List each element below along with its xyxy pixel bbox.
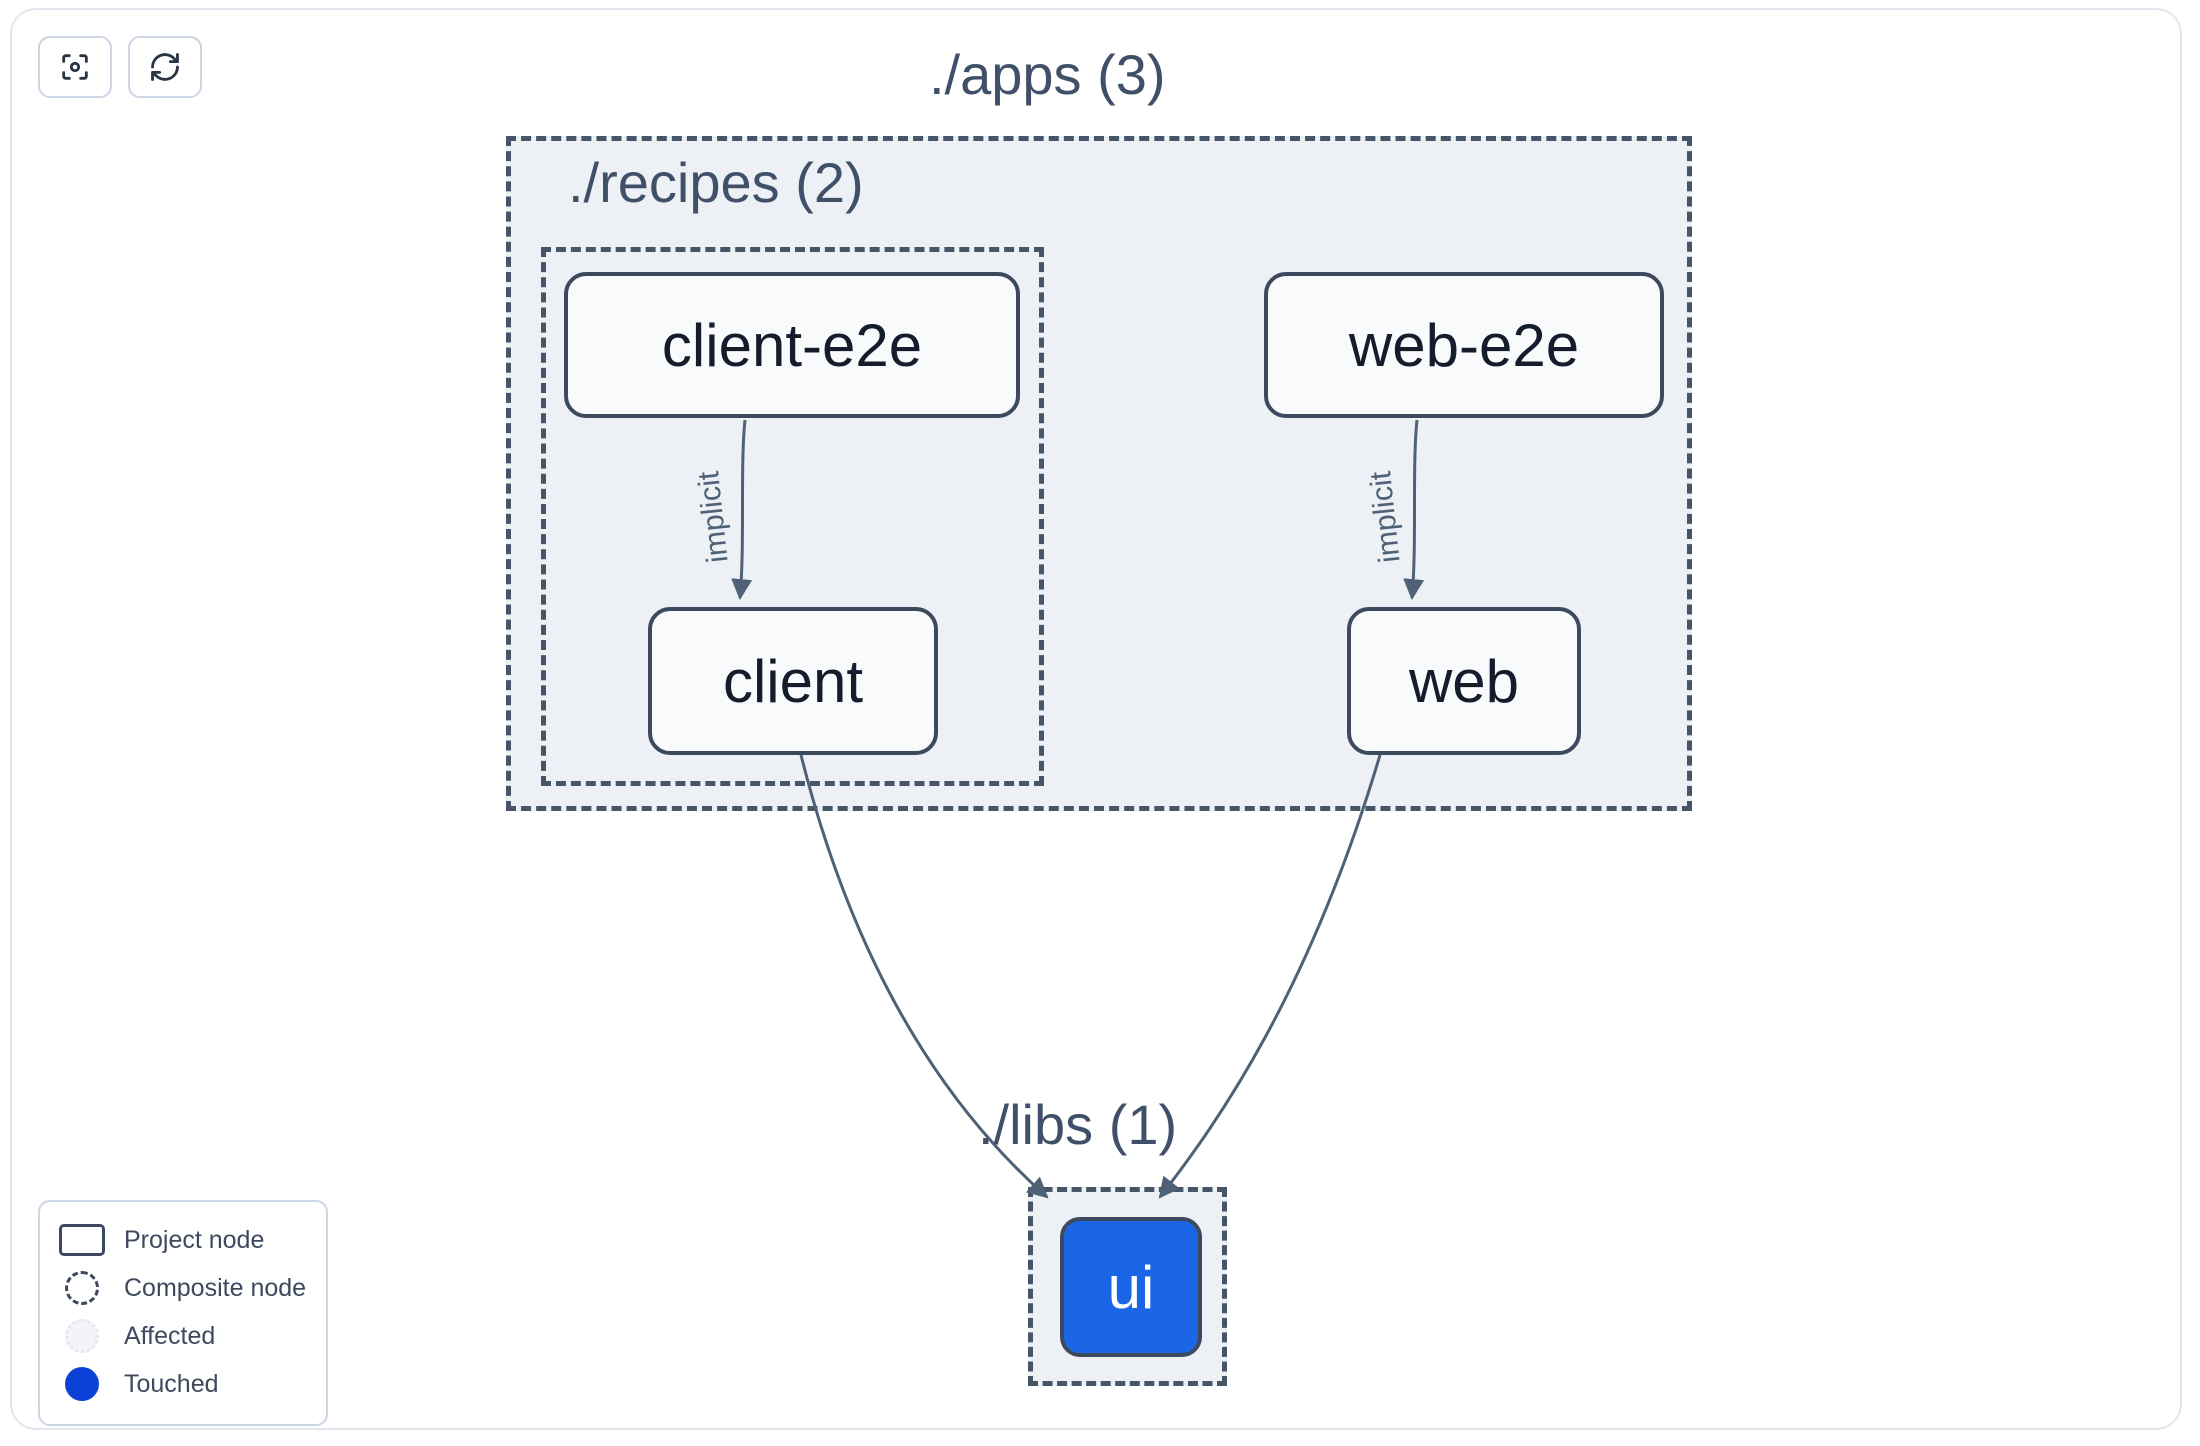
composite-node-icon bbox=[58, 1271, 106, 1305]
node-client-e2e[interactable]: client-e2e bbox=[564, 272, 1020, 418]
group-recipes-label: ./recipes (2) bbox=[568, 151, 864, 214]
graph-toolbar bbox=[38, 36, 202, 98]
legend-item-affected: Affected bbox=[58, 1312, 308, 1360]
node-web[interactable]: web bbox=[1347, 607, 1581, 755]
node-ui[interactable]: ui bbox=[1060, 1217, 1202, 1357]
touched-node-icon bbox=[58, 1367, 106, 1401]
graph-legend: Project node Composite node Affected Tou… bbox=[38, 1200, 328, 1426]
focus-target-icon bbox=[58, 50, 92, 84]
legend-label-touched: Touched bbox=[124, 1369, 219, 1398]
legend-label-affected: Affected bbox=[124, 1321, 216, 1350]
node-web-label: web bbox=[1408, 647, 1520, 715]
legend-label-project-node: Project node bbox=[124, 1225, 265, 1254]
node-web-e2e[interactable]: web-e2e bbox=[1264, 272, 1664, 418]
refresh-graph-button[interactable] bbox=[128, 36, 202, 98]
node-client-e2e-label: client-e2e bbox=[661, 311, 923, 379]
edge-web-to-ui bbox=[1158, 754, 1382, 1199]
group-libs-label: ./libs (1) bbox=[978, 1093, 1178, 1156]
legend-label-composite-node: Composite node bbox=[124, 1273, 307, 1302]
node-ui-label: ui bbox=[1107, 1253, 1155, 1321]
project-node-icon bbox=[58, 1223, 106, 1257]
node-client-label: client bbox=[722, 647, 864, 715]
focus-graph-button[interactable] bbox=[38, 36, 112, 98]
legend-item-project-node: Project node bbox=[58, 1216, 308, 1264]
node-client[interactable]: client bbox=[648, 607, 938, 755]
legend-item-touched: Touched bbox=[58, 1360, 308, 1408]
affected-node-icon bbox=[58, 1319, 106, 1353]
refresh-sync-icon bbox=[148, 50, 182, 84]
legend-item-composite-node: Composite node bbox=[58, 1264, 308, 1312]
group-apps-label: ./apps (3) bbox=[929, 43, 1166, 106]
node-web-e2e-label: web-e2e bbox=[1348, 311, 1580, 379]
